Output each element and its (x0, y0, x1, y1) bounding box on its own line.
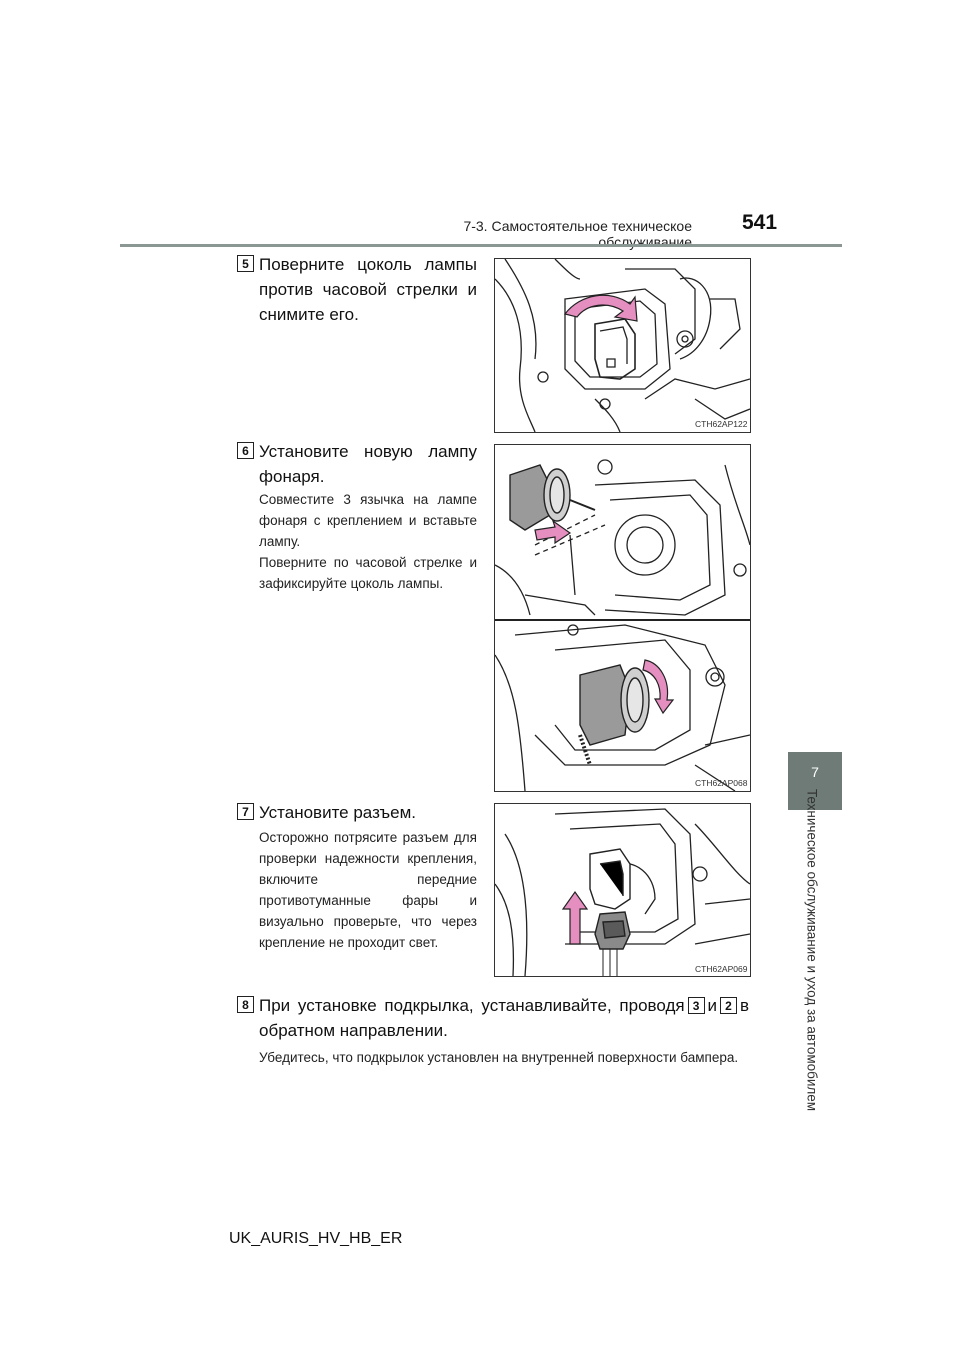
chapter-side-title: Техническое обслуживание и уход за автом… (804, 788, 820, 1112)
step-8-instruction: При установке подкрылка, устанавливайте,… (259, 996, 749, 1015)
figure-code-5: CTH62AP122 (695, 419, 748, 429)
figure-remove-bulb: CTH62AP122 (494, 258, 751, 433)
step-7-instruction: Установите разъем. (259, 803, 416, 822)
figure-code-6: CTH62AP068 (695, 778, 748, 788)
figure-install-connector: CTH62AP069 (494, 803, 751, 977)
figure-install-bulb: CTH62AP068 (494, 444, 751, 792)
ref-badge-3: 3 (687, 997, 705, 1014)
chapter-number: 7 (811, 764, 819, 780)
step-8-note-1: Убедитесь, что подкрылок установлен на в… (259, 1050, 739, 1065)
page-number: 541 (742, 211, 778, 234)
step-badge-8: 8 (237, 996, 254, 1013)
step-6-note-2: Поверните по часовой стрелке и зафиксиру… (259, 555, 477, 591)
figure-code-7: CTH62AP069 (695, 964, 748, 974)
header-divider (120, 244, 842, 247)
step-6-note-1: Совместите 3 язычка на лампе фонаря с кр… (259, 492, 477, 549)
step-5-instruction: Поверните цоколь лампы против часовой ст… (259, 255, 477, 324)
chapter-tab[interactable]: 7 (788, 752, 842, 810)
step-badge-6: 6 (237, 442, 254, 459)
step-6-instruction: Установите новую лампу фонаря. (259, 442, 477, 486)
ref-badge-2: 2 (720, 997, 737, 1014)
step-badge-7: 7 (237, 803, 254, 820)
step-8-instruction-line2: обратном направлении. (259, 1021, 448, 1040)
step-7-note-1: Осторожно потрясите разъем для проверки … (259, 830, 477, 950)
step-badge-5: 5 (237, 255, 254, 272)
document-code: UK_AURIS_HV_HB_ER (229, 1230, 403, 1247)
